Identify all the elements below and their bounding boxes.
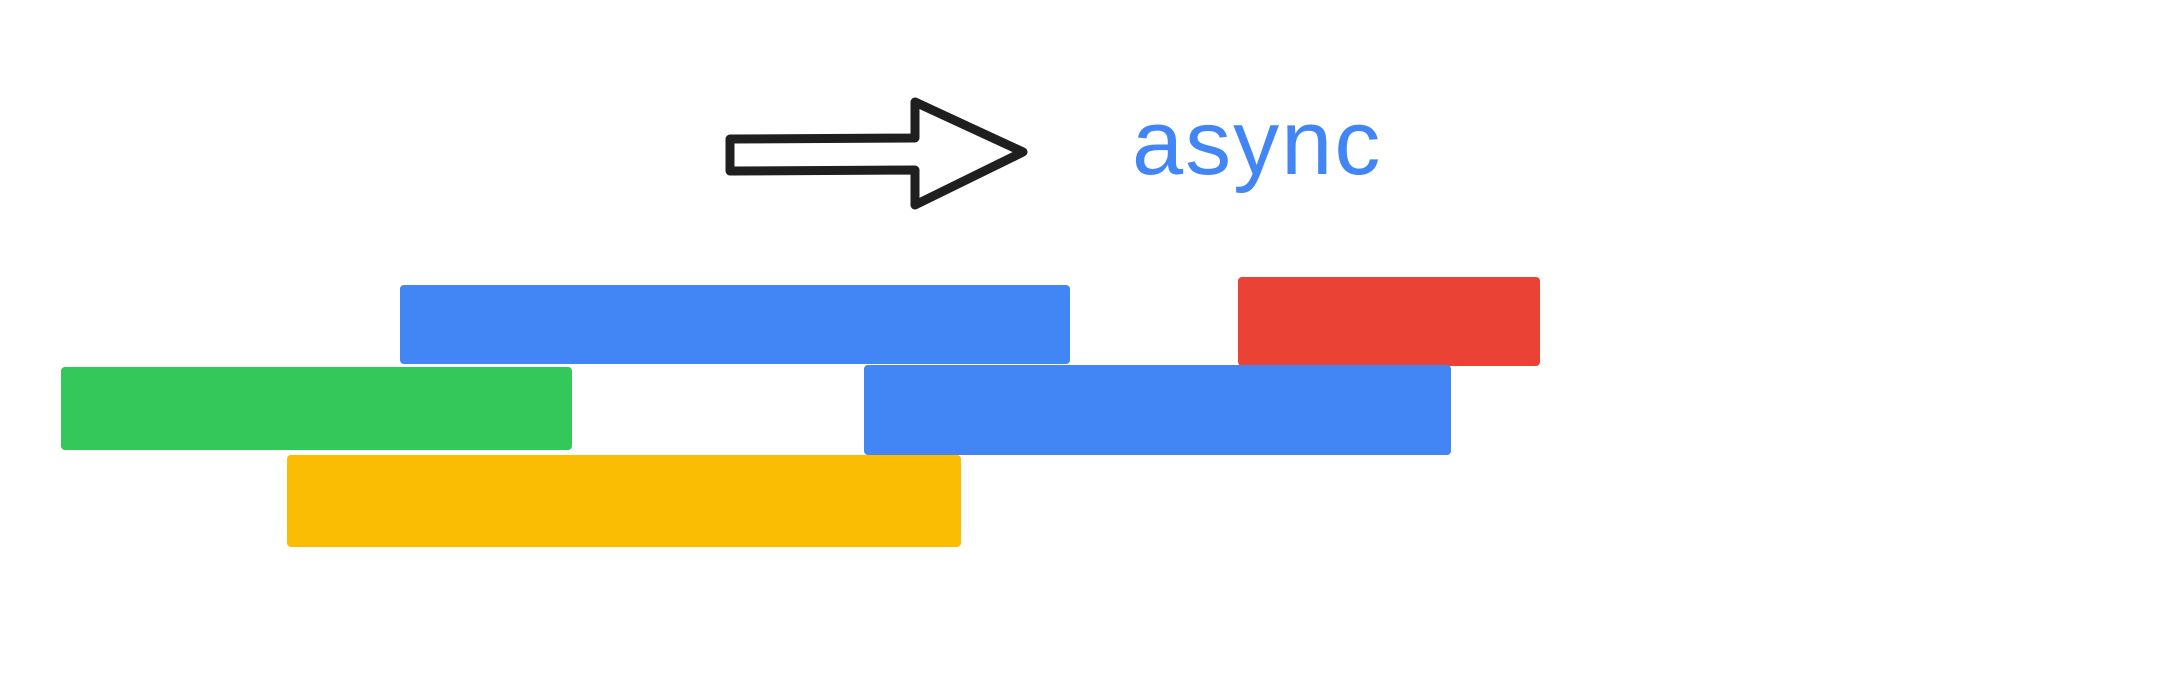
async-label: async	[1132, 92, 1383, 194]
blue-bar-middle	[864, 365, 1451, 455]
red-bar	[1238, 277, 1540, 366]
blue-bar-top	[400, 285, 1070, 364]
green-bar	[61, 367, 572, 450]
right-arrow-icon	[725, 97, 1028, 210]
yellow-bar	[287, 455, 961, 547]
